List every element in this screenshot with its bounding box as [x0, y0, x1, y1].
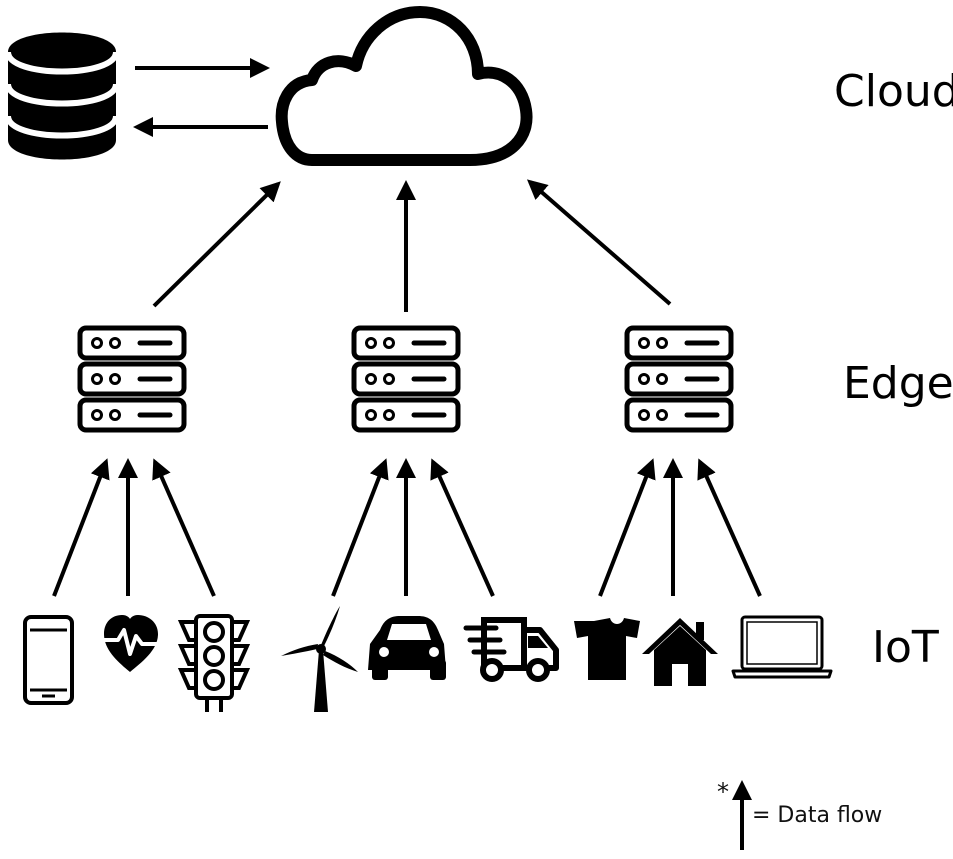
laptop-icon [731, 615, 833, 679]
cloud-icon [275, 6, 533, 166]
tier-label-cloud: Cloud [834, 66, 953, 117]
heart-rate-icon [104, 615, 158, 672]
edge-to-cloud-arrows [152, 179, 672, 312]
t-shirt-icon [574, 618, 640, 680]
database-icon [5, 32, 119, 160]
server-rack-icon [354, 328, 458, 430]
smartphone-icon [23, 615, 74, 705]
house-icon [642, 618, 718, 686]
server-rack-icon [627, 328, 731, 430]
tier-label-iot: IoT [872, 622, 939, 673]
legend-text: = Data flow [752, 803, 883, 828]
delivery-truck-icon [463, 617, 559, 682]
wind-turbine-icon [281, 606, 358, 712]
server-rack-icon [80, 328, 184, 430]
legend-marker: * [717, 778, 729, 806]
tier-label-edge: Edge [843, 358, 953, 409]
car-icon [368, 616, 446, 680]
traffic-light-icon [177, 614, 251, 712]
db-cloud-arrows [133, 58, 270, 137]
iot-to-edge-arrows [52, 458, 762, 597]
